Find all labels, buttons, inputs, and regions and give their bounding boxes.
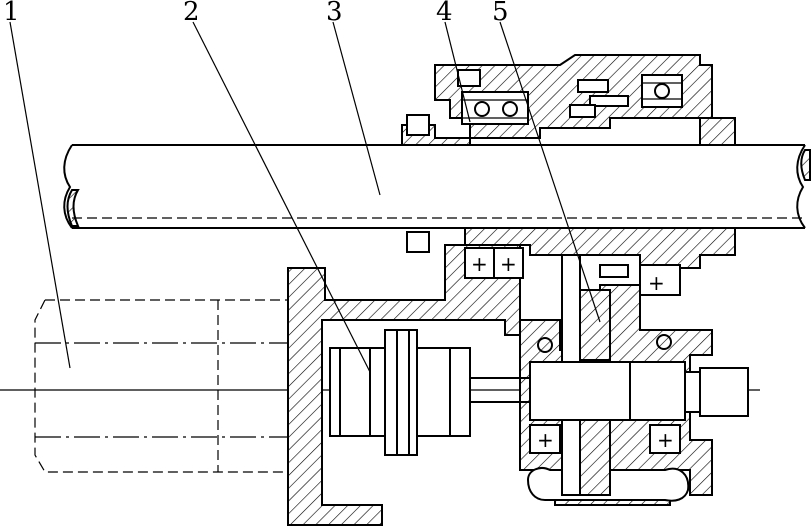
motor-outline bbox=[34, 299, 290, 473]
coupling bbox=[329, 329, 530, 456]
svg-text:+: + bbox=[537, 428, 554, 452]
svg-text:+: + bbox=[500, 252, 517, 276]
drive-shaft bbox=[529, 361, 749, 421]
upper-housing bbox=[401, 54, 736, 146]
svg-text:+: + bbox=[657, 428, 674, 452]
gear-disk bbox=[561, 254, 629, 496]
svg-text:+: + bbox=[471, 252, 488, 276]
main-shaft bbox=[63, 144, 811, 229]
upper-right-bearing bbox=[641, 74, 683, 108]
lower-housing: + + bbox=[287, 227, 736, 526]
leader-lines bbox=[9, 21, 601, 373]
callout-1: 1 bbox=[3, 0, 20, 27]
callout-2: 2 bbox=[183, 0, 200, 27]
callout-3: 3 bbox=[326, 0, 343, 27]
callout-4: 4 bbox=[436, 0, 453, 27]
svg-text:+: + bbox=[648, 271, 665, 295]
upper-left-bearing bbox=[461, 91, 529, 125]
callout-5: 5 bbox=[492, 0, 509, 27]
